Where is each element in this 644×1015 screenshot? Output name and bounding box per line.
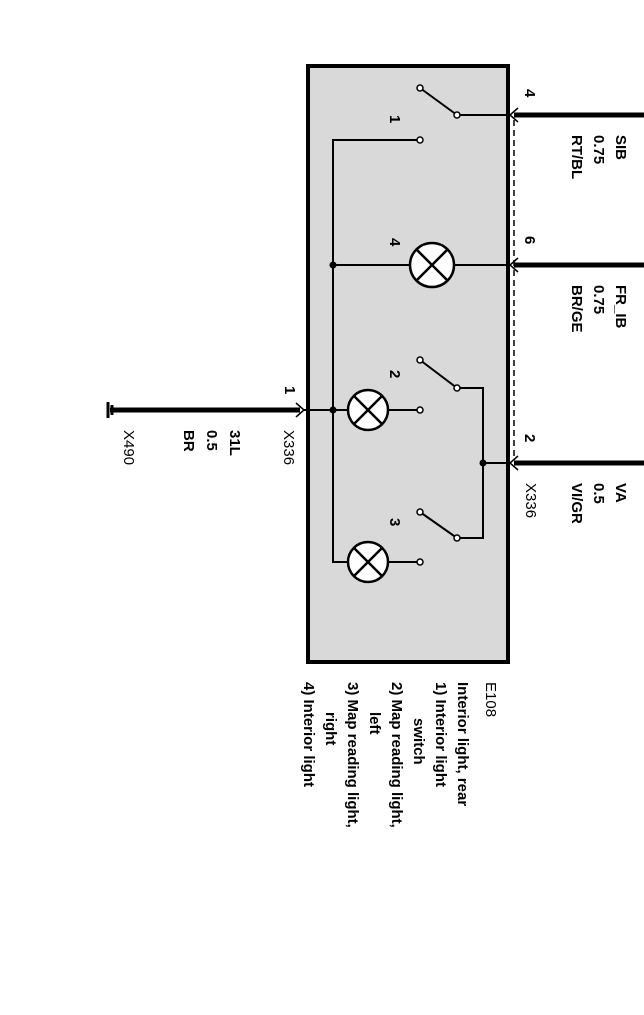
connector-label-pin1: X336 bbox=[280, 430, 297, 465]
pin-number-4: 4 bbox=[521, 89, 538, 98]
component-box-e108 bbox=[306, 64, 510, 664]
external-wires bbox=[110, 112, 644, 466]
component-id: E108 bbox=[482, 682, 499, 717]
ground-label: X490 bbox=[120, 430, 137, 465]
wire-signal-pin2: VA bbox=[612, 483, 629, 503]
wire-color-pin1: BR bbox=[180, 430, 197, 452]
wire-size-pin2: 0.5 bbox=[590, 483, 607, 504]
wire-color-pin2: VI/GR bbox=[568, 483, 585, 524]
pin-number-2: 2 bbox=[521, 434, 538, 442]
wire-color-pin4: RT/BL bbox=[568, 135, 585, 179]
legend-2-line2: left bbox=[366, 712, 383, 735]
ground-icon bbox=[106, 402, 114, 418]
wire-signal-pin1: 31L bbox=[226, 430, 243, 456]
element-number-4: 4 bbox=[386, 238, 403, 247]
pin-number-1: 1 bbox=[281, 386, 298, 394]
lamp-2-icon bbox=[346, 388, 390, 432]
junction-dots bbox=[329, 261, 487, 467]
wire-color-pin6: BR/GE bbox=[568, 285, 585, 333]
element-number-3: 3 bbox=[386, 518, 403, 526]
component-title: Interior light, rear bbox=[454, 682, 471, 806]
lamp-3-icon bbox=[346, 540, 390, 584]
legend-2-line1: 2) Map reading light, bbox=[388, 682, 405, 828]
legend-4-line1: 4) Interior light bbox=[300, 682, 317, 787]
wire-size-pin6: 0.75 bbox=[590, 285, 607, 314]
wire-signal-pin4: SIB bbox=[612, 135, 629, 160]
element-number-2: 2 bbox=[386, 370, 403, 378]
wire-size-pin4: 0.75 bbox=[590, 135, 607, 164]
legend-3-line1: 3) Map reading light, bbox=[344, 682, 361, 828]
wire-size-pin1: 0.5 bbox=[203, 430, 220, 451]
connector-label-pin2: X336 bbox=[522, 483, 539, 518]
legend-3-line2: right bbox=[322, 712, 339, 745]
wire-signal-pin6: FR_IB bbox=[612, 285, 629, 329]
contacts bbox=[416, 84, 461, 566]
lamp-4-icon bbox=[408, 241, 456, 289]
element-number-1: 1 bbox=[386, 115, 403, 123]
pin-number-6: 6 bbox=[521, 236, 538, 244]
legend-1-line1: 1) Interior light bbox=[432, 682, 449, 787]
legend-1-line2: switch bbox=[410, 718, 427, 765]
